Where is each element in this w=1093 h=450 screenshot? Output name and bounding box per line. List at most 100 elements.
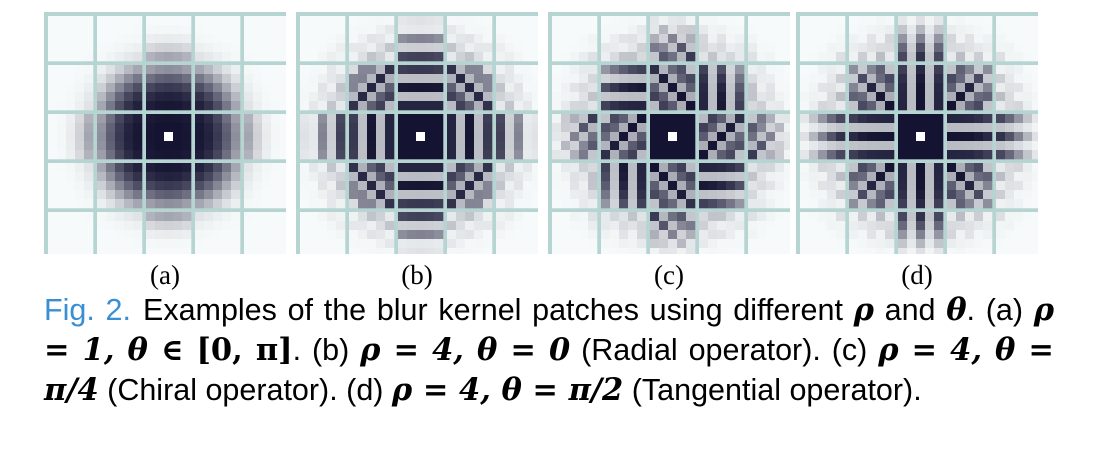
kernel-pixel	[659, 52, 669, 62]
kernel-pixel	[898, 212, 908, 222]
kernel-pixel	[124, 114, 134, 124]
kernel-pixel	[809, 230, 819, 240]
kernel-pixel	[650, 101, 660, 111]
kernel-pixel	[523, 83, 533, 93]
kernel-pixel	[465, 172, 475, 182]
kernel-pixel	[474, 212, 484, 222]
kernel-pixel	[1023, 230, 1033, 240]
kernel-pixel	[300, 52, 310, 62]
kernel-pixel	[300, 25, 310, 35]
kernel-pixel	[885, 230, 895, 240]
kernel-pixel	[735, 239, 745, 249]
kernel-pixel	[619, 248, 629, 254]
kernel-pixel	[271, 190, 281, 200]
kernel-pixel	[327, 163, 337, 173]
kernel-cell	[48, 114, 94, 160]
kernel-pixel	[271, 239, 281, 249]
kernel-pixel	[561, 248, 571, 254]
kernel-pixel	[809, 52, 819, 62]
kernel-pixel	[570, 141, 580, 151]
kernel-pixel	[146, 74, 156, 84]
kernel-cell	[849, 212, 895, 254]
kernel-pixel	[885, 52, 895, 62]
kernel-pixel	[699, 150, 709, 160]
kernel-pixel	[1005, 92, 1015, 102]
kernel-pixel	[974, 212, 984, 222]
kernel-pixel	[1014, 230, 1024, 240]
kernel-pixel	[300, 190, 310, 200]
kernel-pixel	[456, 92, 466, 102]
kernel-pixel	[376, 230, 386, 240]
kernel-pixel	[637, 163, 647, 173]
kernel-pixel	[628, 132, 638, 142]
kernel-pixel	[195, 239, 205, 249]
kernel-pixel	[784, 181, 790, 191]
kernel-pixel	[75, 16, 85, 26]
kernel-pixel	[204, 16, 214, 26]
kernel-cell	[48, 65, 94, 111]
kernel-cell	[349, 16, 395, 62]
kernel-pixel	[416, 123, 426, 133]
kernel-pixel	[465, 43, 475, 53]
kernel-pixel	[570, 230, 580, 240]
kernel-pixel	[784, 132, 790, 142]
kernel-pixel	[1023, 34, 1033, 44]
kernel-pixel	[965, 25, 975, 35]
caption-period: .	[966, 293, 976, 327]
kernel-pixel	[552, 172, 562, 182]
kernel-pixel	[416, 101, 426, 111]
kernel-pixel	[222, 190, 232, 200]
kernel-pixel	[668, 248, 678, 254]
kernel-pixel	[934, 101, 944, 111]
kernel-pixel	[974, 114, 984, 124]
kernel-pixel	[827, 141, 837, 151]
kernel-pixel	[48, 163, 58, 173]
kernel-pixel	[231, 163, 241, 173]
kernel-pixel	[561, 199, 571, 209]
kernel-cell	[849, 163, 895, 209]
kernel-pixel	[75, 230, 85, 240]
kernel-pixel	[456, 132, 466, 142]
kernel-pixel	[204, 74, 214, 84]
kernel-pixel	[659, 92, 669, 102]
kernel-pixel	[300, 34, 310, 44]
kernel-pixel	[416, 43, 426, 53]
kernel-pixel	[800, 132, 810, 142]
caption-c-math: ρ = 4, θ = π/4	[44, 332, 1054, 408]
kernel-pixel	[496, 34, 506, 44]
kernel-pixel	[570, 150, 580, 160]
kernel-pixel	[300, 212, 310, 222]
kernel-pixel	[809, 65, 819, 75]
kernel-pixel	[496, 190, 506, 200]
kernel-pixel	[757, 114, 767, 124]
kernel-pixel	[757, 199, 767, 209]
kernel-pixel	[367, 181, 377, 191]
kernel-pixel	[628, 150, 638, 160]
kernel-pixel	[204, 141, 214, 151]
kernel-pixel	[717, 101, 727, 111]
kernel-pixel	[717, 163, 727, 173]
kernel-pixel	[907, 74, 917, 84]
kernel-pixel	[465, 34, 475, 44]
kernel-pixel	[1005, 83, 1015, 93]
kernel-pixel	[48, 239, 58, 249]
kernel-pixel	[280, 123, 286, 133]
kernel-pixel	[505, 25, 515, 35]
kernel-pixel	[271, 74, 281, 84]
kernel-pixel	[659, 172, 669, 182]
kernel-pixel	[934, 92, 944, 102]
kernel-pixel	[376, 190, 386, 200]
kernel-pixel	[907, 132, 917, 142]
kernel-pixel	[601, 74, 611, 84]
kernel-cell	[748, 163, 790, 209]
kernel-pixel	[97, 114, 107, 124]
kernel-pixel	[358, 34, 368, 44]
kernel-pixel	[456, 74, 466, 84]
kernel-pixel	[66, 248, 76, 254]
kernel-pixel	[523, 230, 533, 240]
kernel-pixel	[775, 163, 785, 173]
kernel-pixel	[385, 34, 395, 44]
kernel-pixel	[532, 25, 538, 35]
kernel-pixel	[434, 248, 444, 254]
kernel-pixel	[173, 199, 183, 209]
